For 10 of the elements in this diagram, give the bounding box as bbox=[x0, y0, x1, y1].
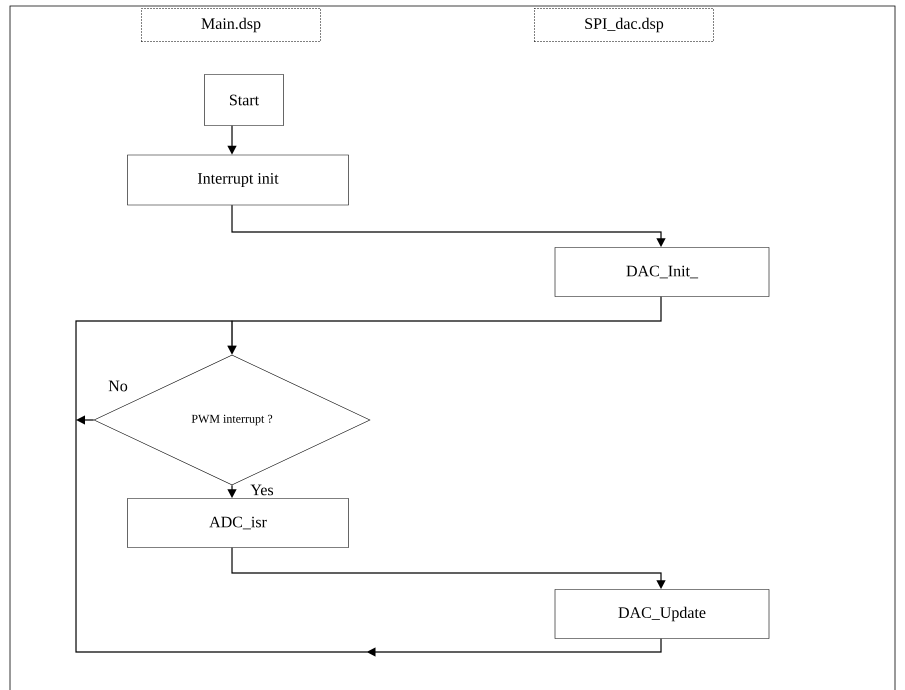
edge-label: No bbox=[107, 380, 129, 392]
edge-label: Yes bbox=[249, 484, 275, 496]
process-box: Interrupt init bbox=[127, 154, 349, 206]
file-label-box: Main.dsp bbox=[141, 8, 321, 42]
process-box: Start bbox=[204, 74, 284, 126]
file-label-box: SPI_dac.dsp bbox=[534, 8, 714, 42]
process-box: DAC_Init_ bbox=[554, 247, 770, 297]
process-box: ADC_isr bbox=[127, 498, 349, 548]
arrow bbox=[75, 320, 662, 657]
process-box: DAC_Update bbox=[554, 589, 770, 639]
